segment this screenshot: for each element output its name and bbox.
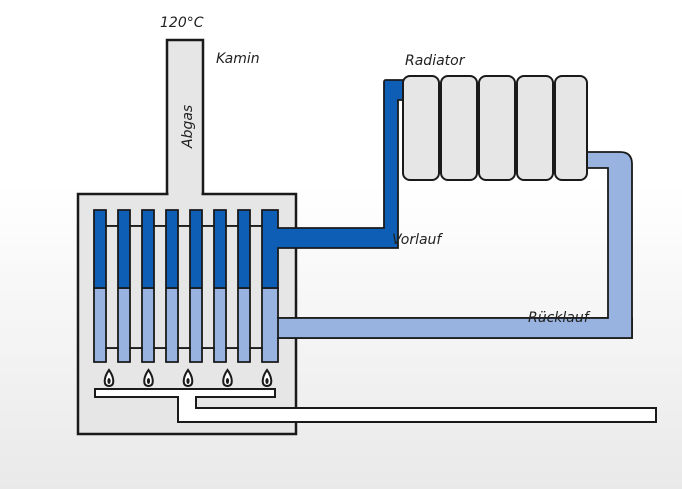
heat-exchanger-flow xyxy=(93,79,405,289)
radiator xyxy=(402,75,588,181)
temperature-label: 120°C xyxy=(160,15,204,31)
flame-core xyxy=(107,378,111,384)
radiator-label: Radiator xyxy=(405,53,466,69)
flame-core xyxy=(265,378,269,384)
flow-label: Vorlauf xyxy=(392,232,443,248)
chimney-joint xyxy=(168,190,202,198)
flame-core xyxy=(186,378,190,384)
exchanger-fins xyxy=(105,225,263,349)
burner-flames xyxy=(103,368,273,387)
chimney xyxy=(165,38,205,197)
chimney-label: Kamin xyxy=(216,51,260,67)
return-label: Rücklauf xyxy=(528,310,591,326)
exhaust-label: Abgas xyxy=(180,105,196,149)
gas-pipe-joint xyxy=(179,395,195,399)
flame-core xyxy=(225,378,230,384)
flame-core xyxy=(146,378,151,384)
